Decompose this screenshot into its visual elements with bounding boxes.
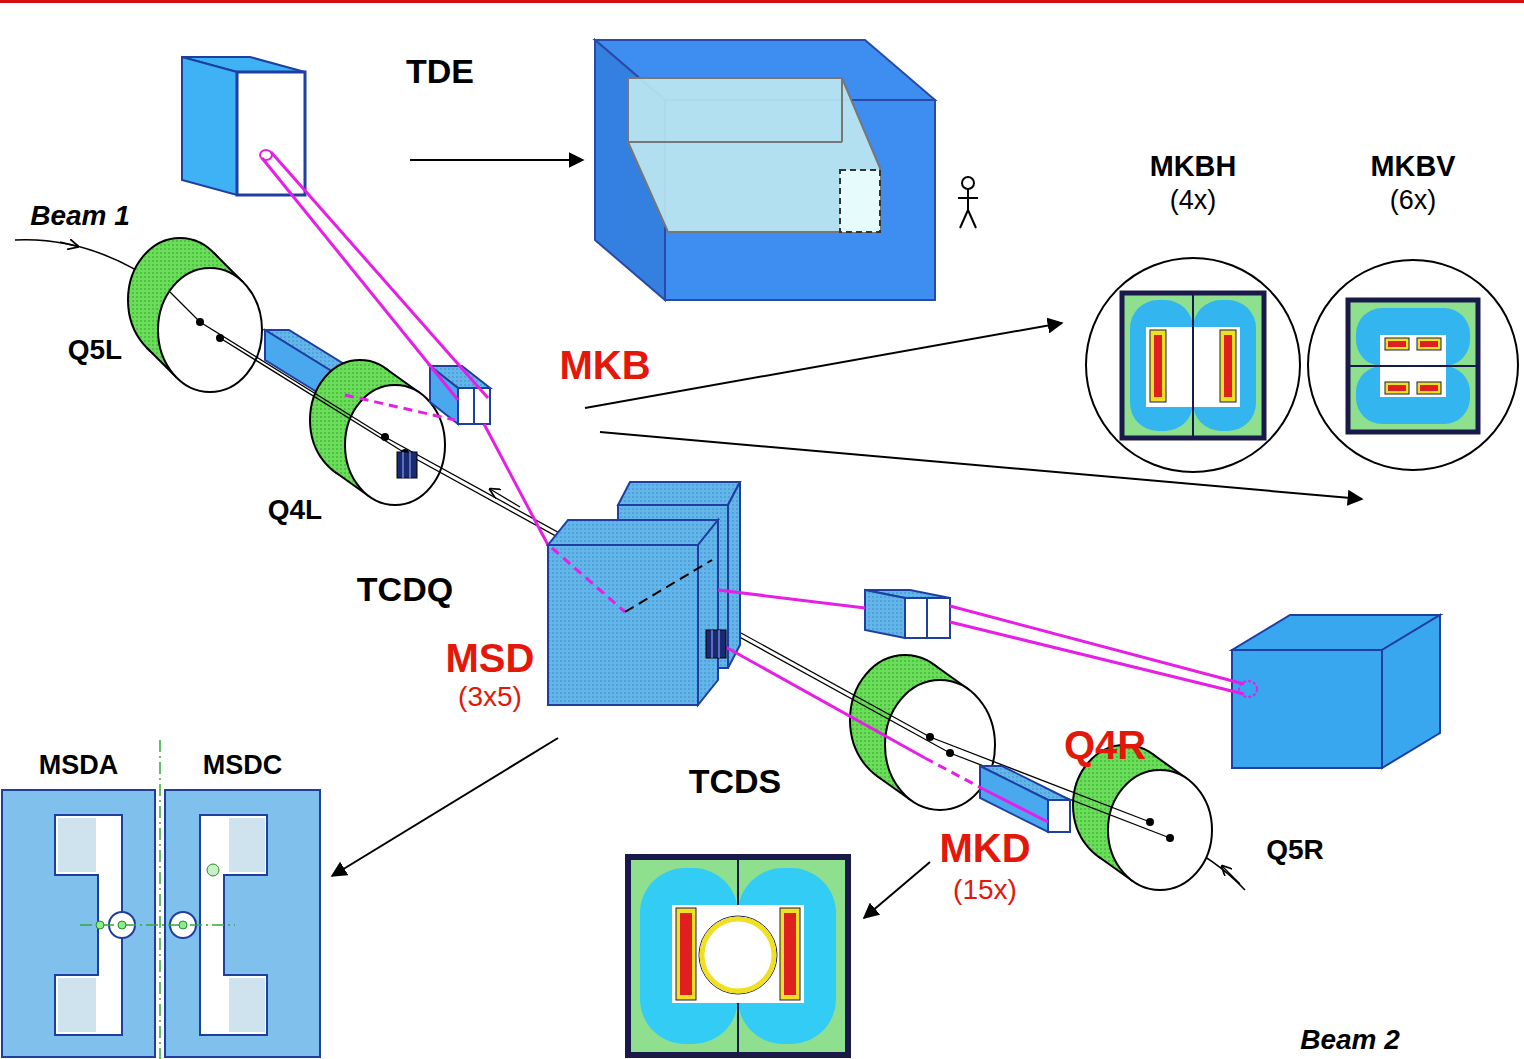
magnet-count: (6x) [1308,184,1518,216]
magnet-count: (4x) [1086,184,1300,216]
component-label: Q5R [1266,834,1324,866]
component-label: MKD [939,825,1030,871]
component-label: TDE [406,52,474,91]
cross-section-view: MKBH(4x) [1086,145,1300,475]
component-label: (3x5) [458,681,522,713]
view-title: MKBV [1308,149,1518,184]
component-label: TCDQ [357,570,453,609]
component-label: Q4R [1064,722,1146,768]
cross-section-view: MSDC [165,745,320,1058]
view-title: MSDC [165,749,320,781]
component-label: (15x) [953,874,1017,906]
component-label: Beam 1 [30,200,130,232]
component-label: TCDS [689,762,782,801]
view-title: MKBH [1086,149,1300,184]
cross-section-view: MKBV(6x) [1308,145,1518,475]
component-label: Beam 2 [1300,1024,1400,1056]
cross-section-view: MSDA [2,745,155,1058]
component-label: Q5L [68,334,122,366]
component-label: MKB [559,342,650,388]
component-label: Q4L [268,494,322,526]
component-label: MSD [446,635,535,681]
view-title: MSDA [2,749,155,781]
